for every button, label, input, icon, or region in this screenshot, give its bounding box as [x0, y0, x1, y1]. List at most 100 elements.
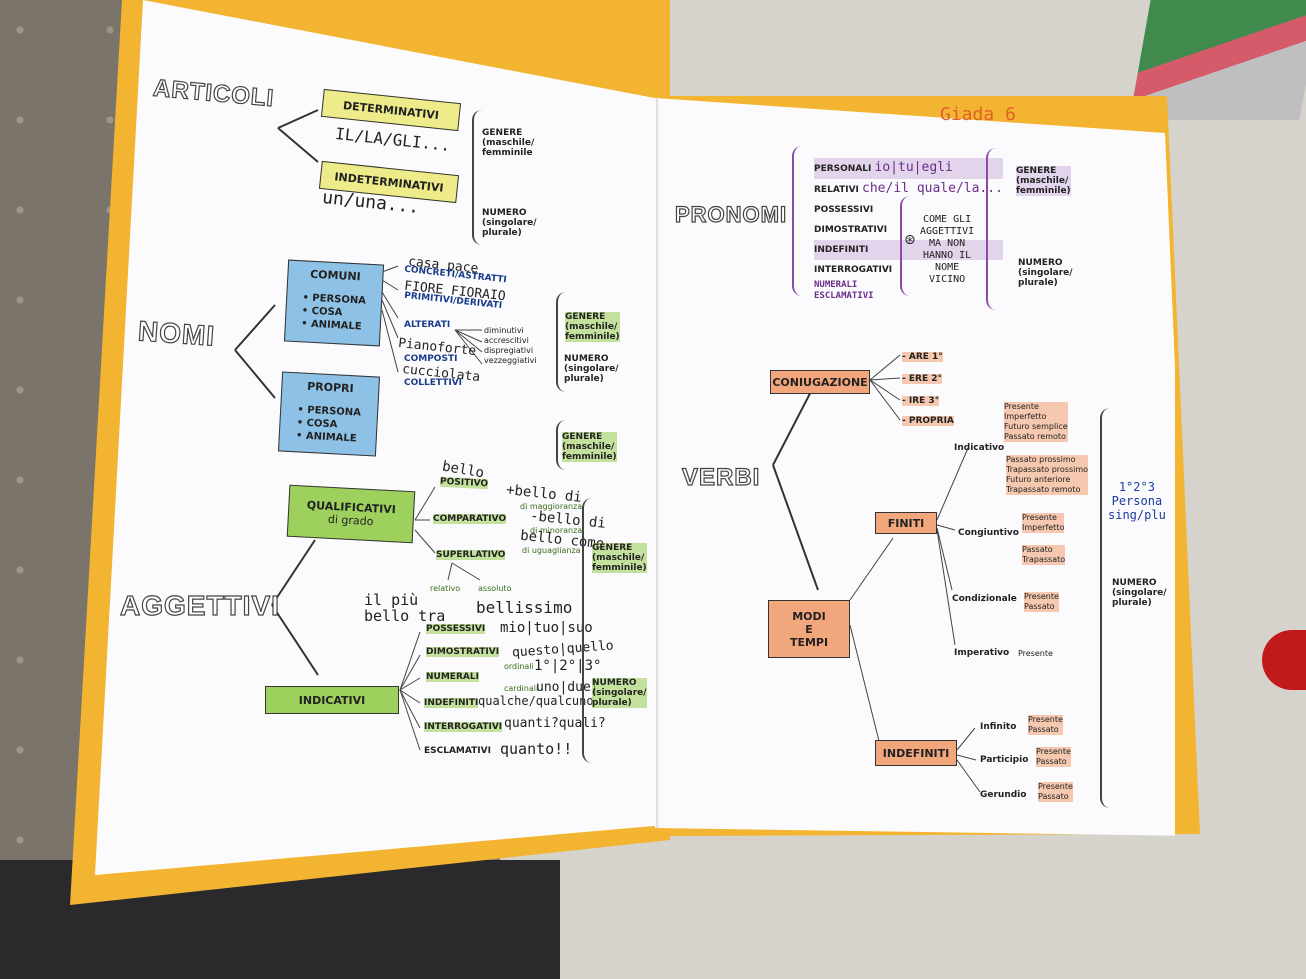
pron-interrogativi: INTERROGATIVI	[814, 265, 893, 275]
ordinali-label: ordinali	[504, 662, 534, 671]
nomi-brace	[556, 292, 566, 392]
comuni-label: COMUNI	[309, 267, 362, 284]
di-uguaglianza: di uguaglianza	[522, 546, 581, 555]
indefiniti-agg-label: INDEFINITI	[424, 698, 479, 708]
hand-esclamativi: quanto!!	[500, 740, 573, 758]
esclamativi-agg-label: ESCLAMATIVI	[424, 746, 491, 756]
page-fold	[656, 98, 660, 828]
pronomi-list: PERSONALI io|tu|egli RELATIVI che/il qua…	[814, 158, 1003, 302]
pron-dimostrativi: DIMOSTRATIVI	[814, 225, 888, 235]
verbi-brace	[1100, 408, 1112, 808]
indefiniti-verbi-box: INDEFINITI	[875, 740, 957, 766]
propri-label: PROPRI	[306, 379, 354, 396]
congiuntivo-label: Congiuntivo	[958, 528, 1019, 538]
hand-ordinali: 1°|2°|3°	[534, 658, 602, 674]
pron-relativi: RELATIVI che/il quale/la...	[814, 181, 1003, 196]
nomi-numero: NUMERO(singolare/plurale)	[564, 354, 619, 384]
aggettivi-numero: NUMERO(singolare/plurale)	[592, 678, 647, 708]
superlativo-label: SUPERLATIVO	[436, 550, 506, 560]
imperativo-tempi: Presente	[1018, 649, 1053, 658]
hand-indefiniti: qualche/qualcuno	[478, 694, 594, 708]
composti-label: COMPOSTI	[404, 354, 458, 364]
gerundio-label: Gerundio	[980, 790, 1027, 800]
infinito-label: Infinito	[980, 722, 1017, 732]
articoli-numero: NUMERO(singolare/plurale)	[482, 208, 537, 238]
relativo-label: relativo	[430, 584, 461, 593]
dimostrativi-label: DIMOSTRATIVI	[426, 647, 500, 657]
condizionale-label: Condizionale	[952, 594, 1017, 604]
pronomi-title: PRONOMI	[674, 201, 788, 227]
nomi-title: NOMI	[136, 315, 217, 353]
hand-relativo: il più bello tra	[364, 591, 446, 625]
verbi-title: VERBI	[681, 463, 761, 491]
qualificativi-box: QUALIFICATIVI di grado	[286, 484, 416, 544]
propri-cosa: COSA	[296, 417, 360, 431]
pron-indefiniti: INDEFINITI	[814, 240, 1003, 260]
imperativo-label: Imperativo	[954, 648, 1010, 658]
nomi-genere: GENERE(maschile/femminile)	[565, 312, 620, 342]
hand-interrogativi: quanti?quali?	[504, 716, 606, 731]
pronomi-numero: NUMERO(singolare/plurale)	[1018, 258, 1073, 288]
pronomi-left-brace	[792, 146, 806, 296]
aggettivi-genere: GENERE(maschile/femminile)	[592, 543, 647, 573]
assoluto-label: assoluto	[478, 584, 512, 593]
participio-label: Participio	[980, 755, 1029, 765]
di-minoranza: di minoranza	[530, 526, 583, 535]
comuni-cosa: COSA	[301, 305, 365, 319]
comparativo-label: COMPARATIVO	[433, 514, 507, 524]
hand-assoluto: bellissimo	[476, 598, 573, 617]
pron-esclamativi: ESCLAMATIVI	[814, 291, 874, 301]
propri-genere: GENERE(maschile/femminile)	[562, 432, 617, 462]
comuni-persona: PERSONA	[302, 292, 366, 307]
hand-possessivi: mio|tuo|suo	[500, 620, 593, 636]
coniug-are: - ARE 1°	[902, 352, 943, 362]
di-maggioranza: di maggioranza	[520, 502, 583, 511]
asterisk-icon: ⊛	[904, 232, 916, 248]
propri-animale: ANIMALE	[296, 430, 360, 445]
coniug-ire: - IRE 3°	[902, 396, 940, 406]
possessivi-label: POSSESSIVI	[426, 624, 486, 634]
indicativo-label: Indicativo	[954, 443, 1005, 453]
collettivi-label: COLLETTIVI	[404, 378, 463, 388]
coniugazione-box: CONIUGAZIONE	[770, 370, 870, 394]
pron-numerali: NUMERALI	[814, 280, 858, 290]
indicativi-box: INDICATIVI	[265, 686, 399, 714]
propri-persona: PERSONA	[297, 404, 361, 419]
alterati-label: ALTERATI	[404, 320, 451, 330]
owner-label: Giada 6	[940, 104, 1016, 125]
propri-brace	[556, 420, 566, 470]
pronomi-genere: GENERE(maschile/femminile)	[1016, 166, 1071, 196]
numerali-label: NUMERALI	[426, 672, 479, 682]
coniug-ere: - ERE 2°	[902, 374, 942, 384]
red-pen	[1262, 630, 1306, 690]
finiti-box: FINITI	[875, 512, 937, 534]
di-grado-label: di grado	[327, 512, 374, 529]
pronomi-right-brace	[986, 148, 1000, 310]
cardinali-label: cardinali	[504, 684, 539, 693]
pronomi-mid-brace	[900, 196, 910, 296]
verbi-numero: NUMERO(singolare/plurale)	[1112, 578, 1167, 608]
articoli-genere: GENERE(maschile/femminile	[482, 128, 535, 158]
aggettivi-brace	[582, 498, 594, 763]
interrogativi-agg-label: INTERROGATIVI	[424, 722, 503, 732]
comuni-animale: ANIMALE	[301, 318, 365, 333]
pron-possessivi: POSSESSIVI	[814, 205, 874, 215]
right-page	[655, 98, 1175, 836]
coniug-propria: - PROPRIA	[902, 416, 954, 426]
comuni-box: COMUNI PERSONA COSA ANIMALE	[283, 259, 385, 347]
aggettivi-title: AGGETTIVI	[119, 589, 280, 621]
articoli-brace	[472, 110, 482, 245]
propri-box: PROPRI PERSONA COSA ANIMALE	[277, 371, 381, 457]
